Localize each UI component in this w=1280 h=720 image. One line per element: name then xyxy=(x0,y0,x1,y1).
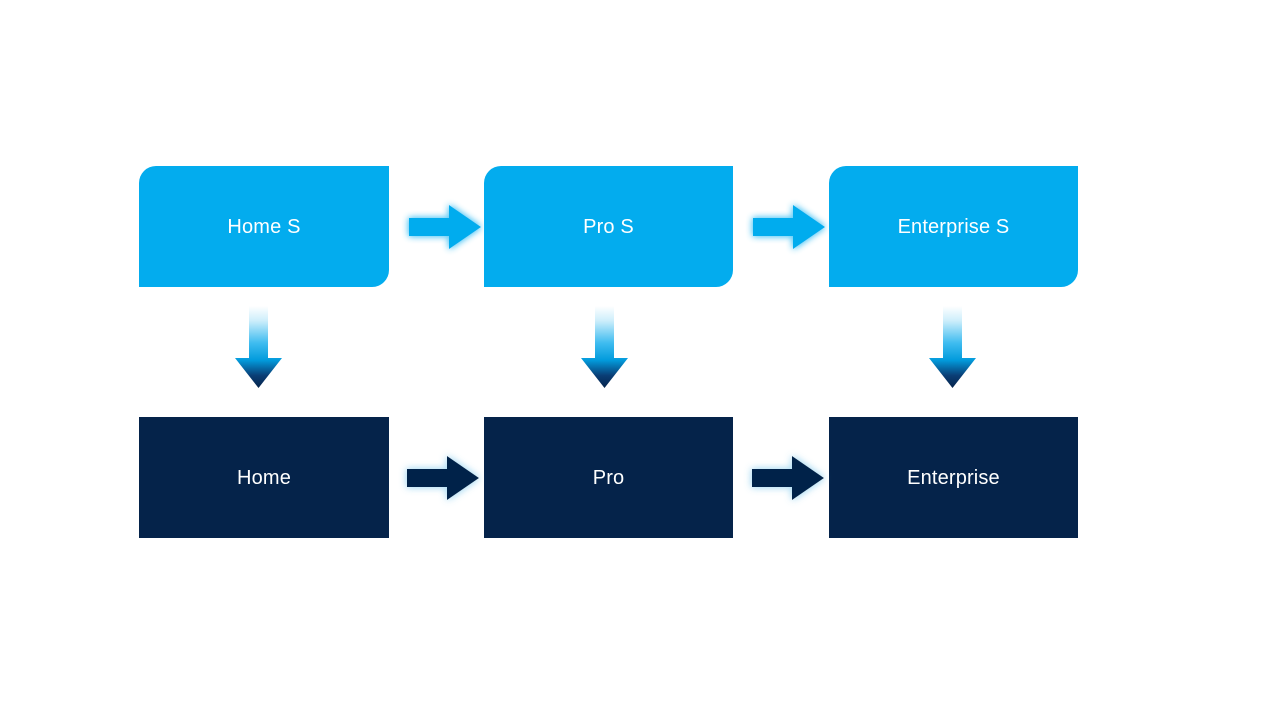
node-enterprise-s[interactable]: Enterprise S xyxy=(829,166,1078,287)
arrow-down-icon-home-s-to-home xyxy=(234,306,283,389)
node-label: Enterprise xyxy=(907,466,1000,489)
arrow-down-icon-pro-s-to-pro xyxy=(580,306,629,389)
node-label: Pro S xyxy=(583,215,634,238)
node-pro[interactable]: Pro xyxy=(484,417,733,538)
node-home-s[interactable]: Home S xyxy=(139,166,389,287)
arrow-right-icon-home-to-pro xyxy=(407,454,479,502)
node-label: Enterprise S xyxy=(897,215,1010,238)
node-enterprise[interactable]: Enterprise xyxy=(829,417,1078,538)
arrow-down-icon-enterprise-s-to-enterprise xyxy=(928,306,977,389)
node-label: Home xyxy=(237,466,291,489)
node-label: Home S xyxy=(227,215,301,238)
node-pro-s[interactable]: Pro S xyxy=(484,166,733,287)
arrow-right-icon-pro-s-to-enterprise-s xyxy=(753,203,825,251)
node-home[interactable]: Home xyxy=(139,417,389,538)
node-label: Pro xyxy=(592,466,625,489)
arrow-right-icon-pro-to-enterprise xyxy=(752,454,824,502)
arrow-right-icon-home-s-to-pro-s xyxy=(409,203,481,251)
